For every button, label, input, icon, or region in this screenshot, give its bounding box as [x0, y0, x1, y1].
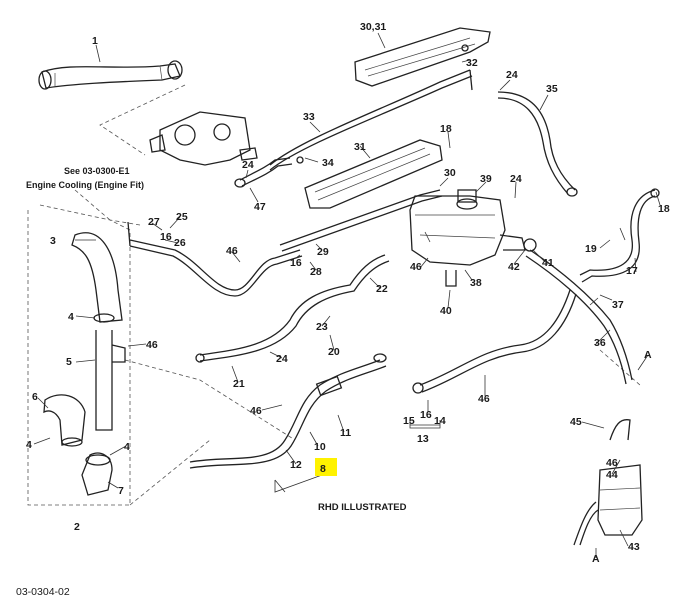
part-14-pipe: [412, 289, 577, 394]
callout-22: 22: [376, 283, 388, 295]
callout-12: 12: [290, 459, 302, 471]
callout-46e: 46: [250, 405, 262, 417]
part-47-hose: [234, 157, 293, 188]
callout-14: 14: [434, 415, 446, 427]
callout-24a: 24: [242, 159, 254, 171]
callout-23: 23: [316, 321, 328, 333]
reference-note: See 03-0300-E1 Engine Cooling (Engine Fi…: [26, 166, 144, 190]
illustration-caption: RHD ILLUSTRATED: [318, 502, 407, 513]
callout-4b: 4: [26, 439, 32, 451]
callout-46b: 46: [146, 339, 158, 351]
part-30-31-heat-shield: [354, 27, 491, 87]
callout-2: 2: [74, 521, 80, 533]
callout-42: 42: [508, 261, 520, 273]
callout-21: 21: [233, 378, 245, 390]
callout-27: 27: [148, 216, 160, 228]
callout-25: 25: [176, 211, 188, 223]
highlight-item-8: [315, 458, 337, 476]
callout-46c: 46: [410, 261, 422, 273]
callout-34: 34: [322, 157, 334, 169]
callout-24d: 24: [276, 353, 288, 365]
part-38-expansion-tank: [409, 189, 526, 287]
callout-26: 26: [174, 237, 186, 249]
callout-46d: 46: [478, 393, 490, 405]
callout-30: 30: [444, 167, 456, 179]
callout-15: 15: [403, 415, 415, 427]
callout-19: 19: [585, 243, 597, 255]
callout-29: 29: [317, 246, 329, 258]
callout-17: 17: [626, 265, 638, 277]
callout-38: 38: [470, 277, 482, 289]
part-1-upper-hose: [38, 60, 183, 90]
drawing-code: 03-0304-02: [16, 586, 70, 598]
callout-39: 39: [480, 173, 492, 185]
part-8-pipe-assembly: [189, 353, 387, 469]
callout-18a: 18: [440, 123, 452, 135]
callout-3: 3: [50, 235, 56, 247]
callout-4c: 4: [124, 441, 130, 453]
callout-16a: 16: [420, 409, 432, 421]
callout-11: 11: [340, 427, 351, 439]
callout-13: 13: [417, 433, 429, 445]
reference-dashed-lines: [27, 84, 641, 506]
callout-37: 37: [612, 299, 624, 311]
callout-16c: 16: [290, 257, 302, 269]
callout-33: 33: [303, 111, 315, 123]
callout-47: 47: [254, 201, 266, 213]
callout-45: 45: [570, 416, 582, 428]
callout-40: 40: [440, 305, 452, 317]
reference-note-line1: See 03-0300-E1: [64, 166, 130, 176]
callout-20: 20: [328, 346, 340, 358]
part-31-shield-lower: [304, 139, 443, 209]
part-42-36-pipe: [523, 238, 633, 385]
callout-10: 10: [314, 441, 326, 453]
callout-4a: 4: [68, 311, 74, 323]
callout-6: 6: [32, 391, 38, 403]
leader-lines: [33, 32, 661, 558]
reference-note-line2: Engine Cooling (Engine Fit): [26, 180, 144, 190]
callout-8: 8: [320, 463, 326, 475]
callout-5: 5: [66, 356, 72, 368]
callout-28: 28: [310, 266, 322, 278]
callout-35: 35: [546, 83, 558, 95]
callout-30-31: 30,31: [360, 21, 386, 33]
part-33-pipe: [269, 69, 473, 171]
callout-44: 44: [606, 469, 618, 481]
callout-31: 31: [354, 141, 366, 153]
part-43-reservoir: [573, 419, 643, 546]
callout-1: 1: [92, 35, 98, 47]
part-2-coolant-hose-assembly: [43, 232, 126, 496]
callout-46f: 46: [606, 457, 618, 469]
part-17-hose: [579, 188, 660, 283]
callout-36: 36: [594, 337, 606, 349]
callout-A-1: A: [644, 349, 652, 361]
part-number-callouts: 1 2 3 4 4 4 5 6 7 8 10 11 12 13 14 15 16…: [26, 21, 670, 565]
callout-46a: 46: [226, 245, 238, 257]
callout-41: 41: [542, 257, 554, 269]
part-20-23-pipe: [195, 254, 390, 363]
callout-32: 32: [466, 57, 478, 69]
thermostat-housing: [149, 111, 258, 166]
callout-16b: 16: [160, 231, 172, 243]
callout-43: 43: [628, 541, 640, 553]
callout-24b: 24: [506, 69, 518, 81]
part-35-hose: [497, 91, 578, 197]
part-26-28-pipe: [127, 189, 443, 297]
callout-18b: 18: [658, 203, 670, 215]
callout-24c: 24: [510, 173, 522, 185]
callout-A-2: A: [592, 553, 600, 565]
callout-7: 7: [118, 485, 124, 497]
